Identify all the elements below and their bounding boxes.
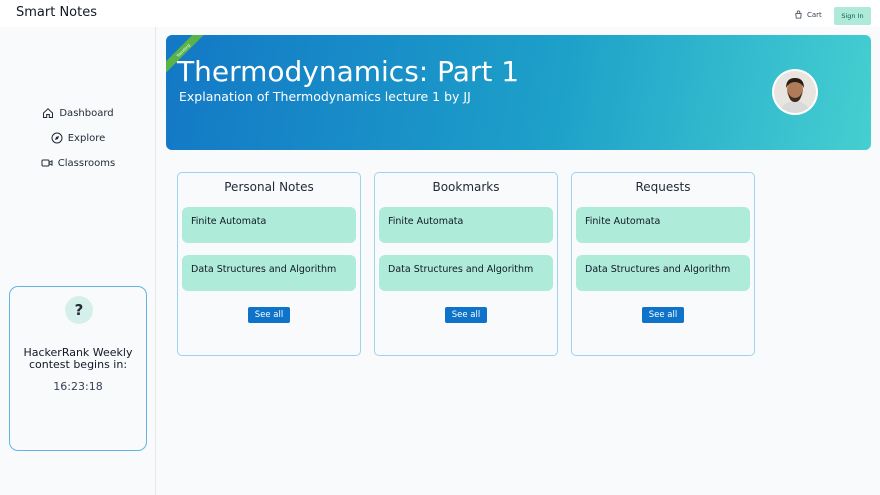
home-icon [43, 108, 54, 118]
video-icon [41, 159, 53, 167]
user-avatar-icon [774, 71, 816, 113]
cart-icon [795, 10, 802, 19]
see-all-button[interactable]: See all [642, 307, 684, 323]
sign-in-button[interactable]: Sign In [834, 7, 871, 25]
list-item[interactable]: Data Structures and Algorithm [182, 255, 356, 291]
sidebar-item-classrooms[interactable]: Classrooms [0, 157, 156, 169]
cart-label: Cart [807, 10, 822, 19]
personal-notes-card: Personal Notes Finite Automata Data Stru… [177, 172, 361, 356]
sidebar: Dashboard Explore Classrooms ? HackerRan… [0, 27, 156, 495]
list-item[interactable]: Finite Automata [379, 207, 553, 243]
avatar[interactable] [772, 69, 818, 115]
cart-button[interactable]: Cart [794, 10, 822, 19]
contest-text: HackerRank Weekly contest begins in: [23, 346, 133, 371]
sidebar-item-label: Classrooms [57, 157, 116, 169]
bookmarks-card: Bookmarks Finite Automata Data Structure… [374, 172, 558, 356]
sidebar-item-label: Dashboard [59, 107, 114, 119]
list-item[interactable]: Finite Automata [182, 207, 356, 243]
see-all-button[interactable]: See all [248, 307, 290, 323]
compass-icon [51, 132, 63, 144]
app-title: Smart Notes [16, 5, 98, 20]
list-item[interactable]: Finite Automata [576, 207, 750, 243]
sidebar-item-explore[interactable]: Explore [0, 132, 156, 144]
contest-card: ? HackerRank Weekly contest begins in: 1… [9, 286, 147, 451]
banner-title: Thermodynamics: Part 1 [177, 55, 520, 88]
top-bar: Smart Notes Cart Sign In [0, 0, 880, 27]
card-title: Requests [635, 180, 691, 194]
list-item[interactable]: Data Structures and Algorithm [576, 255, 750, 291]
course-banner[interactable]: Trending Thermodynamics: Part 1 Explanat… [166, 35, 871, 150]
contest-timer: 16:23:18 [53, 380, 103, 393]
sidebar-item-dashboard[interactable]: Dashboard [0, 107, 156, 119]
see-all-button[interactable]: See all [445, 307, 487, 323]
question-icon: ? [65, 296, 93, 324]
card-title: Personal Notes [224, 180, 314, 194]
banner-subtitle: Explanation of Thermodynamics lecture 1 … [179, 89, 471, 104]
requests-card: Requests Finite Automata Data Structures… [571, 172, 755, 356]
list-item[interactable]: Data Structures and Algorithm [379, 255, 553, 291]
sidebar-item-label: Explore [67, 132, 106, 144]
card-title: Bookmarks [432, 180, 500, 194]
